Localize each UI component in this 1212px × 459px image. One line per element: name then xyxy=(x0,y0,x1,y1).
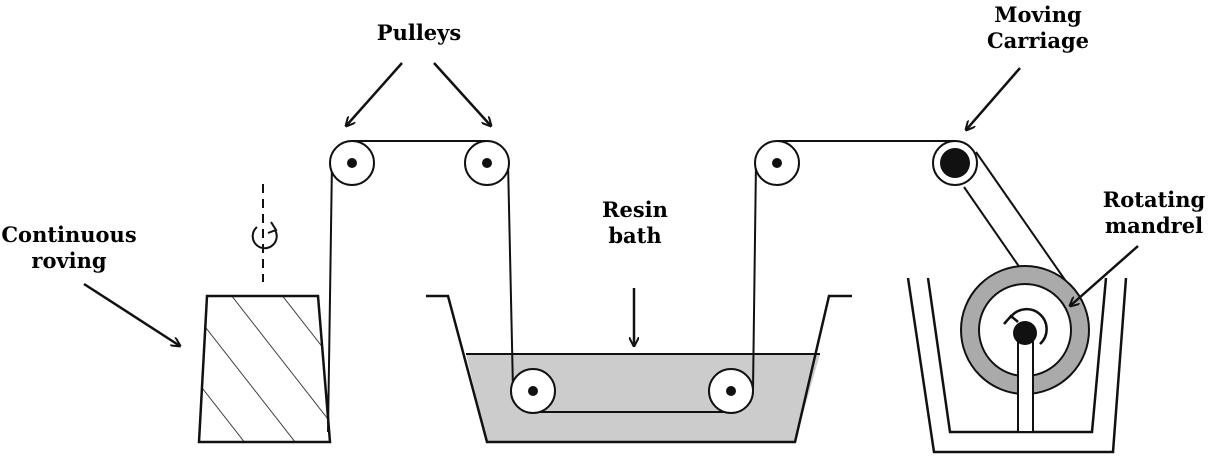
continuous-roving-label: Continuous roving xyxy=(0,222,138,274)
continuous-roving-label-line2: roving xyxy=(31,248,107,273)
pulleys-label: Pulleys xyxy=(376,20,462,45)
mandrel-rotation-icon xyxy=(1008,307,1048,345)
pulley-icon xyxy=(510,368,556,414)
pulleys-arrow-right xyxy=(433,62,491,126)
moving-carriage-label: Moving Carriage xyxy=(972,2,1104,54)
continuous-roving-label-line1: Continuous xyxy=(1,222,137,247)
mandrel-arrow xyxy=(1070,245,1139,306)
resin-bath-label-line1: Resin xyxy=(602,197,668,222)
roving-arrow xyxy=(83,282,180,346)
carriage-arrow xyxy=(966,67,1021,130)
rotating-mandrel-label-line1: Rotating xyxy=(1102,187,1206,212)
pulley-icon xyxy=(708,368,754,414)
pulley-icon xyxy=(464,140,510,186)
label-arrows xyxy=(83,62,1139,346)
moving-carriage-label-line2: Carriage xyxy=(986,28,1090,53)
resin-bath-vessel xyxy=(426,294,852,444)
rotating-mandrel-label-line2: mandrel xyxy=(1104,213,1204,238)
rotating-mandrel xyxy=(960,265,1090,433)
resin-bath-label-line2: bath xyxy=(608,223,662,248)
roving-spool xyxy=(197,184,332,444)
mandrel-support xyxy=(1017,339,1034,433)
resin-bath xyxy=(426,294,852,444)
moving-carriage-pulley xyxy=(932,140,978,186)
fiber-path xyxy=(327,140,1073,433)
rotating-mandrel-label: Rotating mandrel xyxy=(1098,187,1210,239)
resin-bath-label: Resin bath xyxy=(590,197,680,249)
pulleys-arrow-left xyxy=(346,62,403,126)
rotation-arrow-icon xyxy=(251,226,278,250)
moving-carriage-label-line1: Moving xyxy=(994,2,1082,27)
pulley-icon xyxy=(754,140,800,186)
pulley-icon xyxy=(329,140,375,186)
